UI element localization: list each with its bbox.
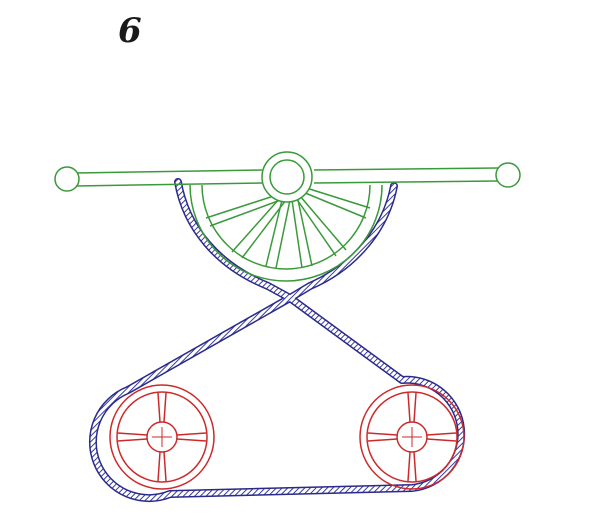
- belt: [88, 178, 466, 503]
- hub-inner: [269, 159, 305, 195]
- wheel-rim-inner: [201, 184, 371, 270]
- left-knob: [54, 166, 80, 192]
- right-knob: [495, 162, 521, 188]
- crossbar: [75, 167, 499, 187]
- wheel-rim-outer: [189, 184, 383, 282]
- left-pulley: [109, 384, 215, 490]
- wheel-spokes: [205, 185, 371, 269]
- right-pulley: [359, 384, 465, 490]
- figure-number-label: 6: [118, 11, 142, 51]
- handwheel: [54, 151, 521, 282]
